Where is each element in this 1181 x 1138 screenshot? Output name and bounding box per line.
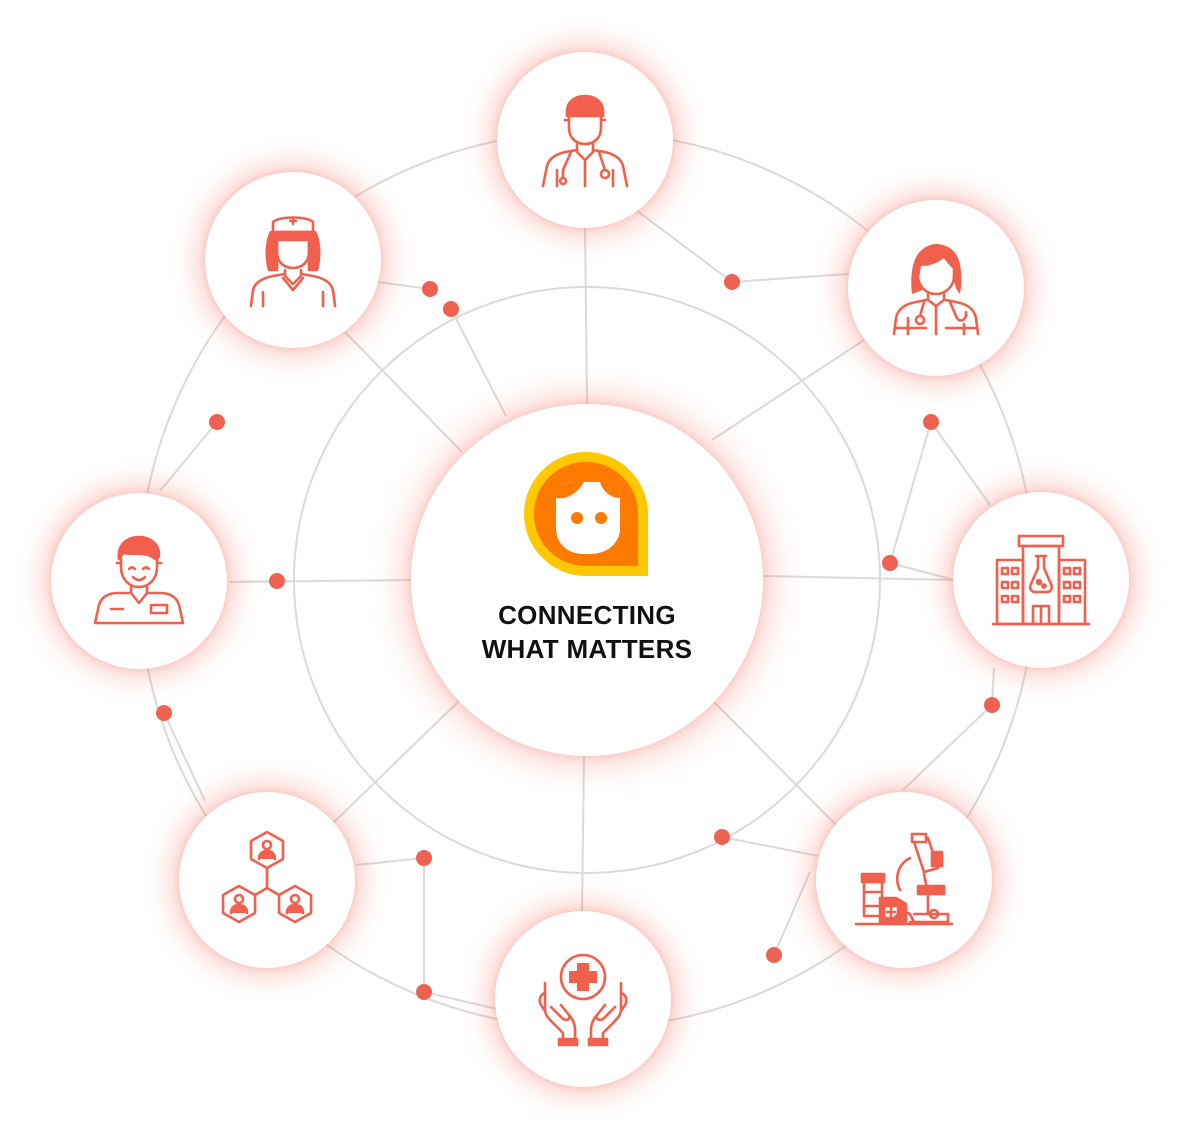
connection-dot [882,555,898,571]
care-node[interactable] [495,911,671,1087]
staff-node[interactable] [51,493,227,669]
connection-dot [714,829,730,845]
connection-dots [156,274,1000,1000]
female-doctor-icon [886,238,986,338]
microscope-medicine-icon [854,830,954,930]
medical-staff-icon [89,531,189,631]
pharma-lab-node[interactable] [816,792,992,968]
tagline-line-2: WHAT MATTERS [481,634,693,664]
brand-logo-icon [516,444,656,584]
connection-dot [923,414,939,430]
people-network-icon [217,830,317,930]
connection-dot [443,301,459,317]
central-hub: CONNECTING WHAT MATTERS [411,404,763,756]
connection-dot [209,414,225,430]
connection-dot [724,274,740,290]
tagline-line-1: CONNECTING [498,600,676,630]
laboratory-node[interactable] [953,492,1129,668]
connector-lines [159,209,995,1010]
connection-dot [422,281,438,297]
doctor-node[interactable] [497,52,673,228]
male-doctor-icon [535,90,635,190]
female-doctor-node[interactable] [848,200,1024,376]
connection-dot [416,984,432,1000]
caring-hands-medical-cross-icon [533,949,633,1049]
connection-dot [984,697,1000,713]
connection-dot [269,573,285,589]
connection-dot [416,850,432,866]
inner-ring [293,286,881,874]
connection-dot [156,705,172,721]
network-node[interactable] [179,792,355,968]
nurse-node[interactable] [205,172,381,348]
laboratory-building-icon [991,530,1091,630]
nurse-icon [243,210,343,310]
connection-dot [766,947,782,963]
